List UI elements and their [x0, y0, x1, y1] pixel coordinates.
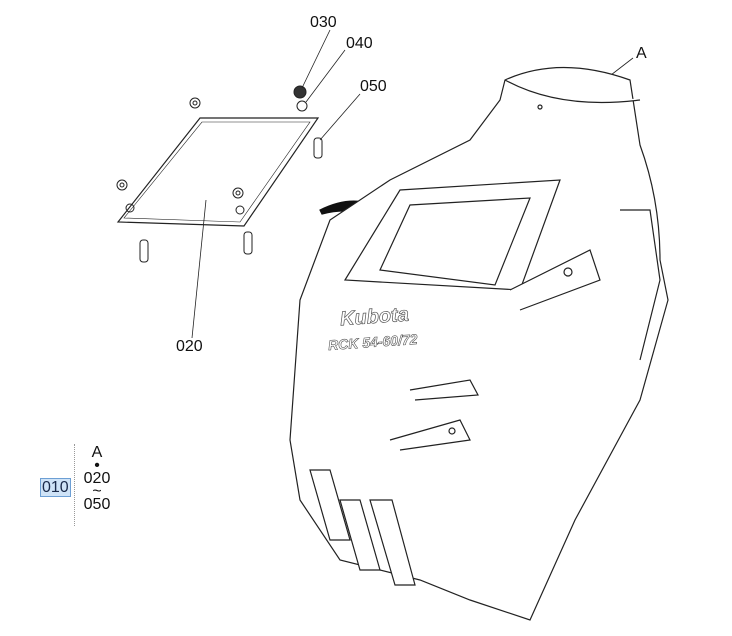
mower-deck-housing [289, 66, 669, 621]
range-separator: • [94, 457, 100, 474]
range-tilde: ~ [92, 483, 102, 500]
callout-a: A [636, 45, 647, 62]
cover-plate-020 [116, 117, 320, 227]
range-from: 020 [83, 470, 111, 487]
reference-range: A • 020 ~ 050 [74, 444, 119, 526]
decal-brand: Kubota [339, 303, 410, 331]
reference-item-010[interactable]: 010 [40, 478, 71, 497]
callout-050: 050 [360, 78, 387, 95]
range-start: A [91, 444, 103, 461]
range-to: 050 [83, 496, 111, 513]
callout-020: 020 [176, 338, 203, 355]
callout-040: 040 [346, 35, 373, 52]
callout-030: 030 [310, 14, 337, 31]
bolt-icon [116, 85, 323, 263]
